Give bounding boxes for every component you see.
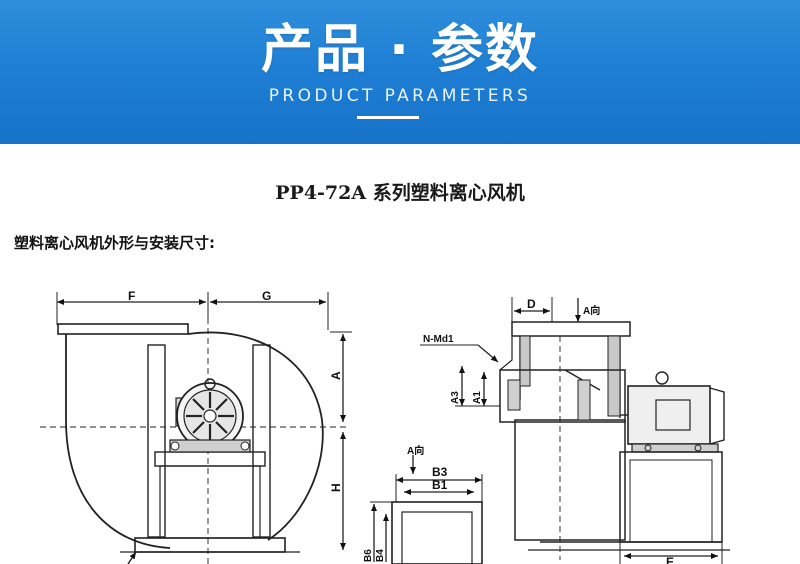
banner-underline: [357, 116, 419, 119]
banner-subtitle: PRODUCT PARAMETERS: [268, 86, 532, 106]
dim-label-a3: A3: [450, 391, 461, 404]
front-view: [40, 292, 352, 564]
dim-label-a: A: [329, 371, 343, 380]
label-a-direction-inlet: A向: [407, 444, 424, 457]
dim-label-f: F: [128, 289, 135, 303]
fan-dimension-drawing: F G A H: [40, 289, 730, 564]
dim-label-d: D: [527, 297, 536, 311]
dim-label-h: H: [329, 483, 343, 492]
dim-label-b6: B6: [363, 549, 374, 562]
dim-label-b3: B3: [432, 465, 448, 479]
section-label: 塑料离心风机外形与安装尺寸:: [14, 234, 215, 252]
label-n-md1: N-Md1: [423, 334, 454, 345]
header-banner: 产品 · 参数 PRODUCT PARAMETERS: [0, 0, 800, 144]
label-a-direction-top: A向: [583, 304, 600, 317]
document-title: PP4-72A 系列塑料离心风机: [275, 182, 525, 204]
dim-label-a1: A1: [472, 391, 483, 404]
banner-title: 产品 · 参数: [261, 20, 539, 80]
dim-label-e: E: [666, 555, 674, 564]
side-view: [370, 297, 730, 564]
dim-label-b4: B4: [375, 549, 386, 562]
dim-label-b1: B1: [432, 478, 448, 492]
dim-label-g: G: [262, 289, 271, 303]
